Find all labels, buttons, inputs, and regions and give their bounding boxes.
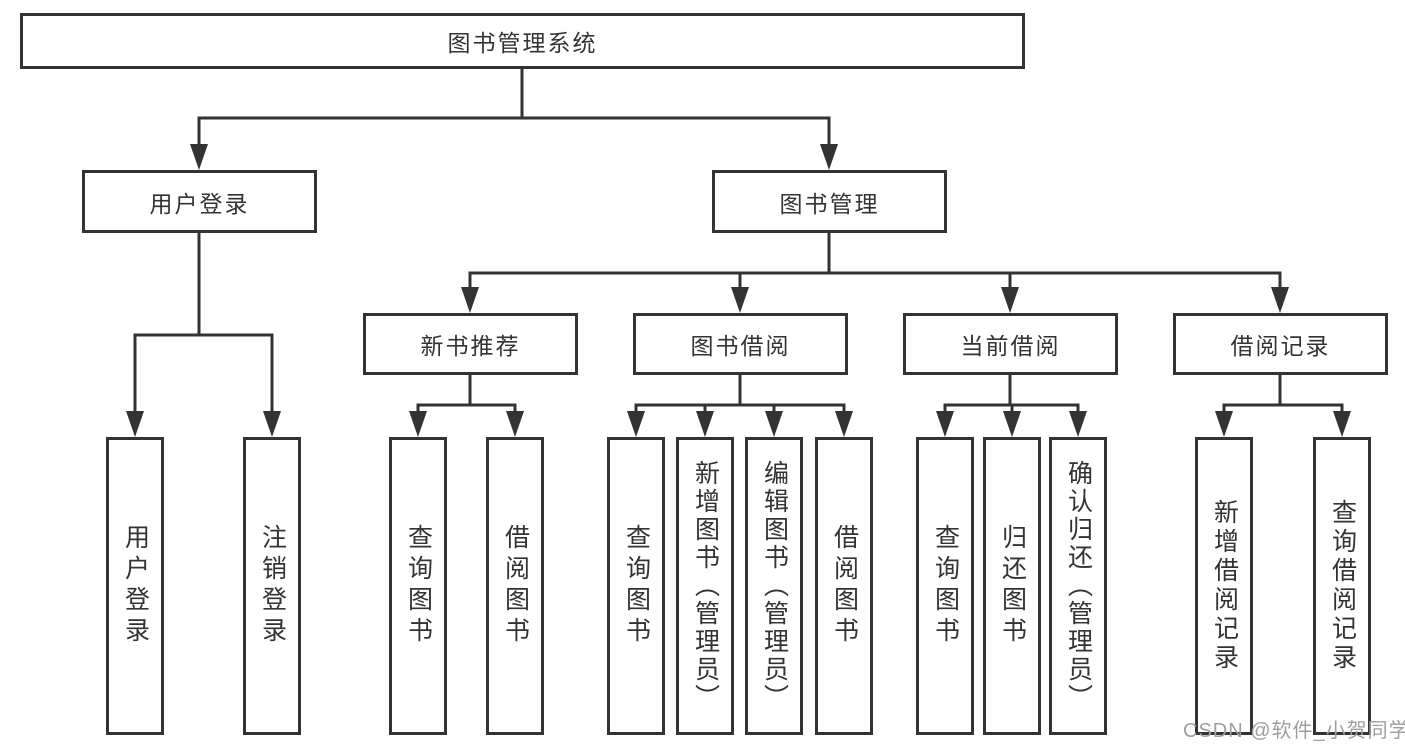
leaf-borrow-query-books: 查询图书 [607, 437, 665, 735]
leaf-user-login-label: 用户登录 [121, 524, 150, 648]
node-borrow-records-label: 借阅记录 [1230, 333, 1331, 359]
node-new-book-recommend: 新书推荐 [363, 313, 578, 375]
leaf-recommend-query-books: 查询图书 [389, 437, 447, 735]
node-root: 图书管理系统 [20, 13, 1025, 69]
node-book-borrow: 图书借阅 [633, 313, 848, 375]
node-user-login: 用户登录 [82, 170, 317, 233]
node-root-label: 图书管理系统 [447, 30, 598, 56]
leaf-query-borrow-record: 查询借阅记录 [1313, 437, 1371, 735]
leaf-recommend-query-books-label: 查询图书 [404, 524, 433, 648]
leaf-confirm-return-admin: 确认归还（管理员） [1049, 437, 1107, 735]
leaf-return-books-label: 归还图书 [998, 524, 1027, 648]
leaf-confirm-return-admin-label: 确认归还（管理员） [1064, 460, 1093, 712]
leaf-user-login: 用户登录 [106, 437, 164, 735]
leaf-add-borrow-record: 新增借阅记录 [1195, 437, 1253, 735]
node-new-book-recommend-label: 新书推荐 [420, 333, 521, 359]
leaf-add-books-admin-label: 新增图书（管理员） [691, 460, 720, 712]
leaf-query-borrow-record-label: 查询借阅记录 [1328, 499, 1357, 673]
leaf-recommend-borrow-books-label: 借阅图书 [501, 524, 530, 648]
node-current-borrow-label: 当前借阅 [960, 333, 1061, 359]
leaf-return-books: 归还图书 [983, 437, 1041, 735]
leaf-borrow-query-books-label: 查询图书 [622, 524, 651, 648]
leaf-edit-books-admin-label: 编辑图书（管理员） [760, 460, 789, 712]
leaf-borrow-books-label: 借阅图书 [830, 524, 859, 648]
watermark-text: CSDN @软件_小贺同学 [1183, 720, 1405, 742]
arrowheads [126, 144, 1351, 437]
leaf-logout-label: 注销登录 [258, 524, 287, 648]
node-book-management: 图书管理 [712, 170, 947, 233]
leaf-logout: 注销登录 [243, 437, 301, 735]
leaf-current-query-books: 查询图书 [916, 437, 974, 735]
leaf-borrow-books: 借阅图书 [815, 437, 873, 735]
node-book-borrow-label: 图书借阅 [690, 333, 791, 359]
node-book-management-label: 图书管理 [779, 190, 880, 217]
node-borrow-records: 借阅记录 [1173, 313, 1388, 375]
leaf-add-borrow-record-label: 新增借阅记录 [1210, 499, 1239, 673]
leaf-recommend-borrow-books: 借阅图书 [486, 437, 544, 735]
leaf-edit-books-admin: 编辑图书（管理员） [745, 437, 803, 735]
leaf-add-books-admin: 新增图书（管理员） [676, 437, 734, 735]
node-current-borrow: 当前借阅 [903, 313, 1118, 375]
leaf-current-query-books-label: 查询图书 [931, 524, 960, 648]
connector-lines [133, 69, 1344, 417]
node-user-login-label: 用户登录 [149, 190, 250, 217]
